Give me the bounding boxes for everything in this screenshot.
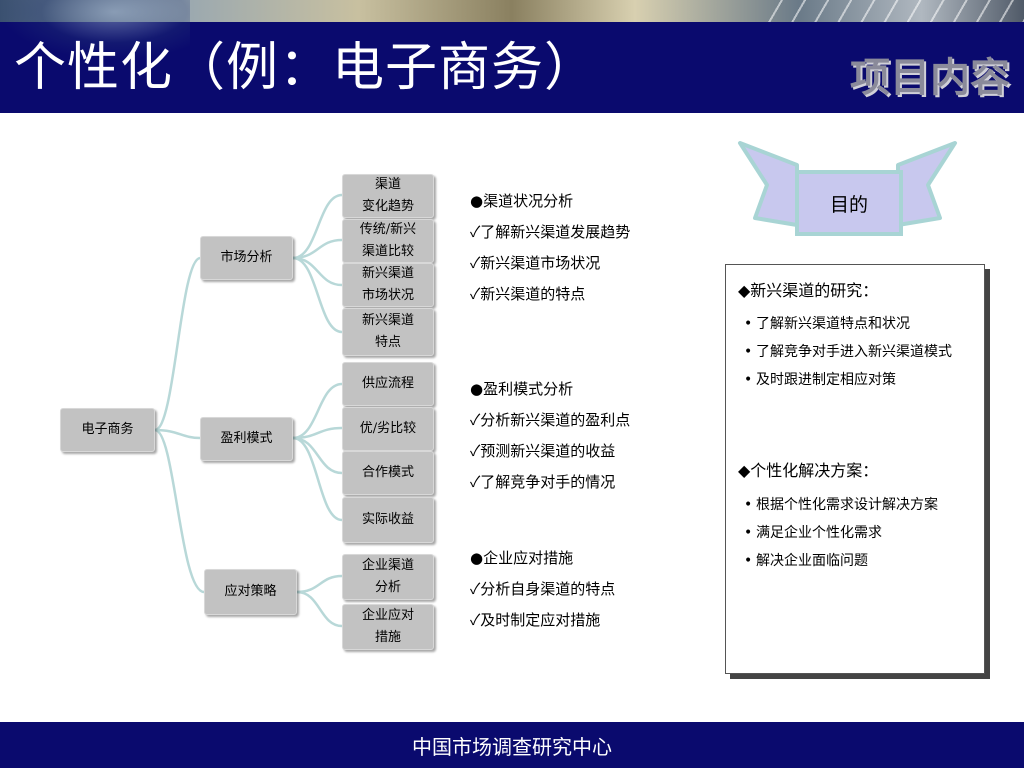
connector-market-3 xyxy=(292,256,343,287)
ribbon-right-tail xyxy=(896,141,957,227)
header-banner: 个性化（例：电子商务） 项目内容 xyxy=(0,0,1024,113)
connector-market-2 xyxy=(292,238,343,260)
tree-leaf-pros-cons: 优/劣比较 xyxy=(342,407,434,451)
purpose-list-item: 了解新兴渠道特点和状况 xyxy=(744,314,974,335)
analysis-group-title: ●渠道状况分析 xyxy=(470,192,574,210)
analysis-item: ✓分析自身渠道的特点 xyxy=(470,580,616,598)
analysis-group-enterprise: ●企业应对措施 ✓分析自身渠道的特点 ✓及时制定应对措施 xyxy=(470,543,700,636)
tree-leaf-channel-features: 新兴渠道 特点 xyxy=(342,308,434,356)
connector-profit-4 xyxy=(292,436,343,522)
footer-bar: 中国市场调查研究中心 xyxy=(0,722,1024,768)
tree-branch-profit: 盈利模式 xyxy=(200,417,293,461)
analysis-group-profit: ●盈利模式分析 ✓分析新兴渠道的盈利点 ✓预测新兴渠道的收益 ✓了解竞争对手的情… xyxy=(470,374,700,498)
analysis-item: ✓新兴渠道市场状况 xyxy=(470,254,601,272)
connector-profit-2 xyxy=(292,426,343,440)
tree-leaf-cooperation: 合作模式 xyxy=(342,451,434,495)
purpose-list-item: 解决企业面临问题 xyxy=(744,551,974,572)
connector-profit-1 xyxy=(292,382,343,440)
tree-leaf-supply-process: 供应流程 xyxy=(342,362,434,406)
page-title: 个性化（例：电子商务） xyxy=(14,38,598,98)
purpose-list-item: 满足企业个性化需求 xyxy=(744,523,974,544)
analysis-item: ✓了解新兴渠道发展趋势 xyxy=(470,223,631,241)
tree-leaf-channel-compare: 传统/新兴 渠道比较 xyxy=(342,219,434,263)
tree-leaf-market-status: 新兴渠道 市场状况 xyxy=(342,263,434,307)
connector-root-profit xyxy=(154,428,201,440)
analysis-item: ✓分析新兴渠道的盈利点 xyxy=(470,411,631,429)
analysis-group-title: ●盈利模式分析 xyxy=(470,380,574,398)
tree-leaf-enterprise-analysis: 企业渠道 分析 xyxy=(342,554,434,600)
purpose-box: ◆新兴渠道的研究： 了解新兴渠道特点和状况 了解竞争对手进入新兴渠道模式 及时跟… xyxy=(725,264,985,674)
purpose-heading-solution: ◆个性化解决方案： xyxy=(738,461,879,480)
purpose-ribbon xyxy=(738,141,957,236)
purpose-list-solution: 根据个性化需求设计解决方案 满足企业个性化需求 解决企业面临问题 xyxy=(744,495,974,579)
ribbon-center xyxy=(795,170,903,236)
analysis-group-channel: ●渠道状况分析 ✓了解新兴渠道发展趋势 ✓新兴渠道市场状况 ✓新兴渠道的特点 xyxy=(470,186,700,310)
connector-root-market xyxy=(154,256,201,432)
connector-profit-3 xyxy=(292,436,343,475)
tree-root-node: 电子商务 xyxy=(60,408,155,452)
analysis-item: ✓了解竞争对手的情况 xyxy=(470,473,616,491)
purpose-heading-research: ◆新兴渠道的研究： xyxy=(738,281,879,300)
analysis-item: ✓及时制定应对措施 xyxy=(470,611,601,629)
connector-strategy-2 xyxy=(296,590,343,628)
ribbon-label: 目的 xyxy=(829,193,868,216)
analysis-item: ✓新兴渠道的特点 xyxy=(470,285,586,303)
tree-leaf-enterprise-measures: 企业应对 措施 xyxy=(342,604,434,650)
tree-leaf-actual-revenue: 实际收益 xyxy=(342,497,434,543)
globe-image xyxy=(0,0,190,60)
analysis-group-title: ●企业应对措施 xyxy=(470,549,574,567)
tree-leaf-channel-trend: 渠道 变化趋势 xyxy=(342,174,434,218)
tree-branch-market: 市场分析 xyxy=(200,236,293,280)
purpose-list-research: 了解新兴渠道特点和状况 了解竞争对手进入新兴渠道模式 及时跟进制定相应对策 xyxy=(744,314,974,398)
connector-strategy-1 xyxy=(296,574,343,594)
purpose-list-item: 及时跟进制定相应对策 xyxy=(744,370,974,391)
header-photo-lines xyxy=(760,0,1024,22)
ribbon-left-tail xyxy=(738,141,799,227)
connector-market-1 xyxy=(292,193,343,260)
tree-branch-strategy: 应对策略 xyxy=(204,569,297,615)
section-label: 项目内容 xyxy=(850,55,1010,101)
connector-root-strategy xyxy=(154,428,205,594)
analysis-item: ✓预测新兴渠道的收益 xyxy=(470,442,616,460)
connector-market-4 xyxy=(292,256,343,334)
purpose-list-item: 根据个性化需求设计解决方案 xyxy=(744,495,974,516)
header-photo-strip xyxy=(0,0,1024,22)
footer-text: 中国市场调查研究中心 xyxy=(412,734,612,759)
purpose-list-item: 了解竞争对手进入新兴渠道模式 xyxy=(744,342,974,363)
